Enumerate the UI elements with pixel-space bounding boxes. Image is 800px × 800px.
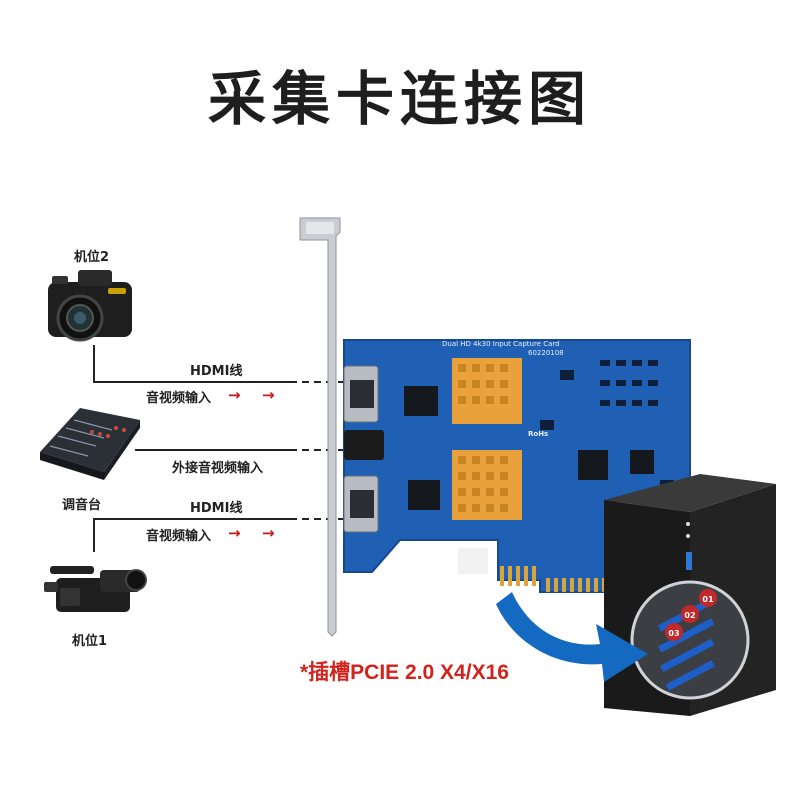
audio-mixer-icon — [40, 408, 140, 480]
bottom-arrow-1: → — [228, 524, 241, 542]
board-model: 60220108 — [528, 349, 564, 357]
bottom-signal-label: 音视频输入 — [146, 525, 211, 544]
pc-tower-icon — [604, 474, 776, 716]
dslr-camera-icon — [48, 270, 132, 340]
bottom-arrow-2: → — [262, 524, 275, 542]
camera2-label: 机位2 — [74, 246, 109, 265]
slot-requirement-note: *插槽PCIE 2.0 X4/X16 — [300, 656, 509, 686]
mid-signal-label: 外接音视频输入 — [172, 457, 263, 476]
board-name: Dual HD 4k30 Input Capture Card — [442, 340, 560, 348]
mixer-label: 调音台 — [62, 494, 101, 513]
top-arrow-1: → — [228, 386, 241, 404]
board-mark: RoHs — [528, 430, 548, 438]
pcie-bracket — [300, 218, 340, 636]
top-signal-label: 音视频输入 — [146, 387, 211, 406]
top-arrow-2: → — [262, 386, 275, 404]
slot-badge-03: 03 — [668, 629, 679, 638]
camcorder-icon — [44, 566, 146, 612]
top-cable-label: HDMI线 — [190, 360, 242, 379]
camera1-label: 机位1 — [72, 630, 107, 649]
slot-badge-01: 01 — [702, 595, 714, 604]
slot-badge-02: 02 — [684, 611, 695, 620]
bottom-cable-label: HDMI线 — [190, 497, 242, 516]
